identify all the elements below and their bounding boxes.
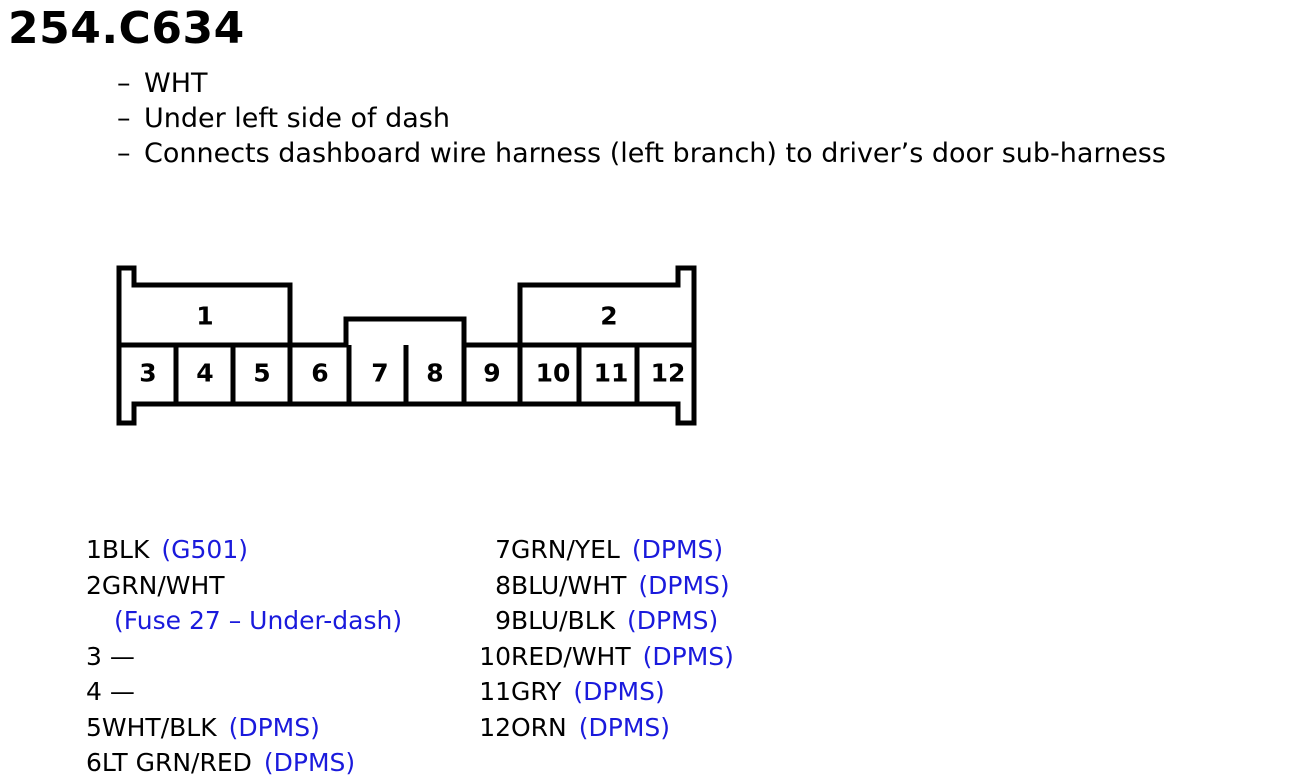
pinout-row: 2GRN/WHT [86,568,402,604]
circuit-reference: (G501) [161,535,248,564]
pinout-list-right: 7GRN/YEL(DPMS) 8BLU/WHT(DPMS) 9BLU/BLK(D… [470,532,734,745]
pinout-row: 8BLU/WHT (DPMS) [470,568,734,604]
circuit-reference: (Fuse 27 – Under-dash) [114,606,403,635]
pin-number: 7 [495,535,511,564]
circuit-reference: (DPMS) [638,570,730,600]
wire-color: WHT/BLK [101,712,217,742]
pinout-row: 11GRY (DPMS) [470,674,734,710]
pinout-row: 12ORN (DPMS) [470,710,734,746]
pinout-row: 4 — [86,674,402,710]
pin-label-12: 12 [651,359,686,388]
pin-number: 6 [86,748,102,777]
pinout-row: 10RED/WHT (DPMS) [470,639,734,675]
connector-notes: –WHT –Under left side of dash –Connects … [117,66,1166,171]
pin-number: 12 [479,712,511,742]
wire-color: BLU/BLK [511,606,616,635]
note-connects: –Connects dashboard wire harness (left b… [117,138,1166,169]
wire-color: BLU/WHT [511,570,627,600]
cavity-label-1: 1 [196,302,213,331]
cavity-label-2: 2 [600,302,617,331]
pin-number: 11 [479,677,511,706]
pinout-row: 9BLU/BLK (DPMS) [470,603,734,639]
circuit-reference: (DPMS) [642,641,734,671]
pin-number: 9 [495,606,511,635]
note-color: –WHT [117,68,208,99]
wire-color: LT GRN/RED [101,748,252,777]
pin-label-3: 3 [139,359,156,388]
pin-label-4: 4 [196,359,213,388]
pinout-row: 6LT GRN/RED (DPMS) [86,745,402,781]
pin-label-11: 11 [594,359,629,388]
pinout-row: 7GRN/YEL (DPMS) [470,532,734,568]
wire-color: GRY [511,677,562,706]
circuit-reference: (DPMS) [573,677,665,706]
circuit-reference: (DPMS) [631,535,724,564]
pinout-row: 3 — [86,639,402,675]
circuit-reference: (DPMS) [228,712,320,742]
pin-label-10: 10 [536,359,571,388]
pinout-row: 5WHT/BLK (DPMS) [86,710,402,746]
pin-label-5: 5 [253,359,270,388]
pin-number: 3 [86,641,102,671]
pinout-list-left: 1BLK (G501) 2GRN/WHT (Fuse 27 – Under-das… [86,532,402,781]
circuit-reference: (DPMS) [627,606,719,635]
wire-color: — [109,641,135,671]
wire-color: GRN/WHT [101,570,225,600]
pin-label-7: 7 [371,359,388,388]
pin-number: 5 [86,712,102,742]
wire-color: ORN [511,712,567,742]
wire-color: RED/WHT [511,641,631,671]
pinout-row: 1BLK (G501) [86,532,402,568]
pin-number: 4 [86,677,102,706]
pin-number: 2 [86,570,102,600]
pin-number: 1 [86,535,102,564]
wire-color: GRN/YEL [511,535,620,564]
circuit-reference: (DPMS) [578,712,671,742]
pin-number: 8 [495,570,511,600]
pin-label-9: 9 [483,359,500,388]
wire-color: — [109,677,135,706]
note-location: –Under left side of dash [117,103,450,134]
wire-color: BLK [101,535,150,564]
pin-label-8: 8 [426,359,443,388]
pin-number: 10 [479,641,511,671]
pinout-row-continuation: (Fuse 27 – Under-dash) [86,603,402,639]
connector-title: 254.C634 [8,3,245,54]
pin-label-6: 6 [311,359,328,388]
circuit-reference: (DPMS) [263,748,356,777]
